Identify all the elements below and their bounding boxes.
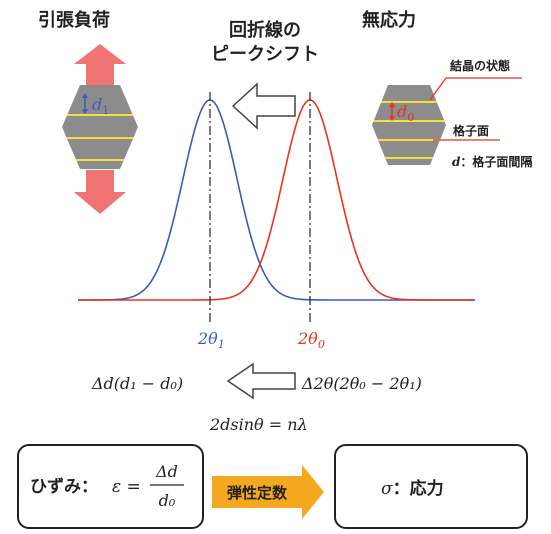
no-stress-title: 無応力 [362, 9, 416, 31]
stress-label: σ：応力 [381, 478, 444, 499]
annotation-crystal-state: 結晶の状態 [450, 58, 510, 73]
peak-label-2theta0: 2θ0 [297, 329, 325, 351]
delta-d-formula: Δd(d₁ − d₀) [91, 374, 183, 393]
spacing-d0-label: d0 [397, 102, 414, 124]
strain-symbol: ε = [112, 477, 141, 497]
annotation-lattice-spacing: d：格子面間隔 [452, 154, 532, 169]
tensile-load-title: 引張負荷 [38, 9, 110, 31]
reference-peak-curve [78, 99, 475, 301]
peak-label-2theta1: 2θ1 [197, 329, 225, 351]
stress-box [334, 444, 528, 529]
tension-down-arrow [74, 170, 126, 214]
strain-numerator: Δd [155, 462, 178, 481]
strain-label: ひずみ： [30, 477, 98, 497]
spacing-d1-label: d1 [92, 95, 109, 117]
strained-crystal: d1 [62, 85, 138, 169]
strain-box [17, 444, 204, 529]
tension-up-arrow [74, 44, 126, 86]
elastic-constant-label: 弾性定数 [227, 484, 288, 502]
strain-denominator: d₀ [159, 491, 176, 510]
bragg-equation: 2dsinθ = nλ [209, 415, 308, 434]
unstrained-crystal: d0 [372, 85, 446, 165]
delta-2theta-formula: Δ2θ(2θ₀ − 2θ₁) [301, 374, 422, 393]
peak-shift-arrow [231, 82, 296, 130]
elastic-constant-arrow [212, 465, 324, 519]
annotation-lattice-plane: 格子面 [453, 123, 489, 138]
peak-shift-title-line2: ピークシフト [211, 44, 319, 65]
relation-arrow [226, 362, 296, 400]
peak-shift-title-line1: 回折線の [229, 19, 301, 41]
